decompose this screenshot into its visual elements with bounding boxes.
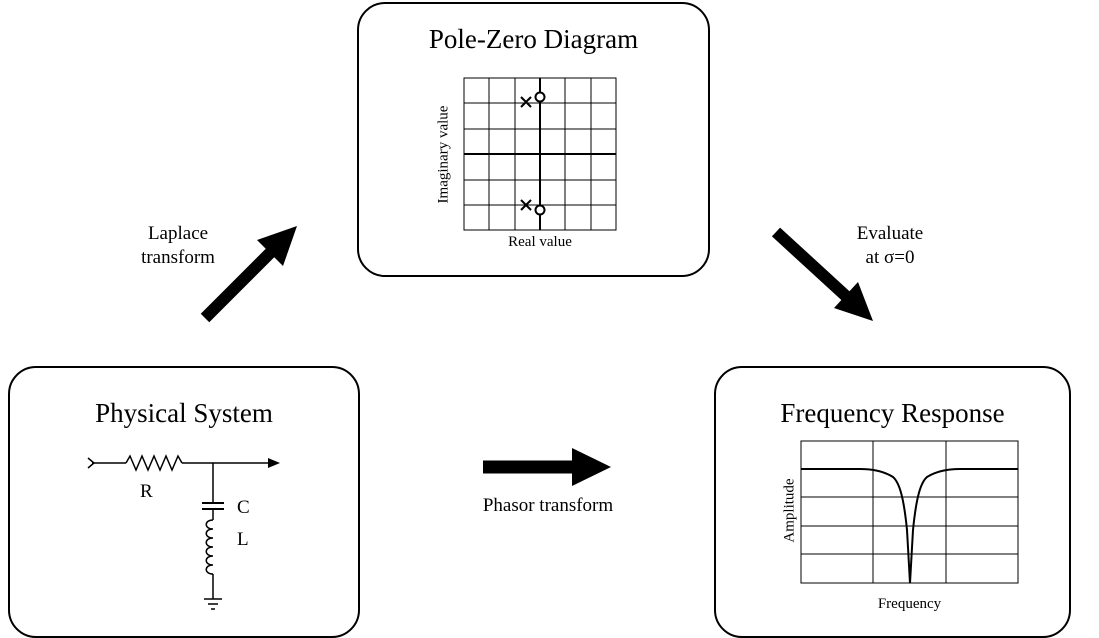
laplace-label-line1: Laplace [147, 223, 209, 244]
laplace-label-line2: transform [141, 247, 215, 268]
physical-system-title: Physical System [95, 398, 273, 428]
resistor-label: R [140, 481, 153, 502]
pole-zero-title: Pole-Zero Diagram [428, 24, 639, 54]
inductor-label: L [237, 529, 249, 550]
phasor-label: Phasor transform [482, 495, 614, 516]
phasor-arrow [483, 448, 611, 486]
frequency-x-label: Frequency [877, 596, 942, 612]
frequency-y-label: Amplitude [781, 478, 798, 543]
evaluate-label: Evaluate at σ=0 [840, 222, 940, 270]
frequency-response-title: Frequency Response [780, 398, 1005, 428]
physical-system-box: Physical System [8, 366, 360, 638]
evaluate-label-line2: at σ=0 [865, 247, 915, 268]
pole-zero-box: Pole-Zero Diagram [357, 2, 710, 277]
pole-zero-x-label: Real value [508, 234, 572, 250]
evaluate-label-line1: Evaluate [856, 223, 924, 244]
capacitor-label: C [237, 497, 250, 518]
laplace-label: Laplace transform [128, 222, 228, 270]
pole-zero-y-label: Imaginary value [435, 105, 452, 204]
